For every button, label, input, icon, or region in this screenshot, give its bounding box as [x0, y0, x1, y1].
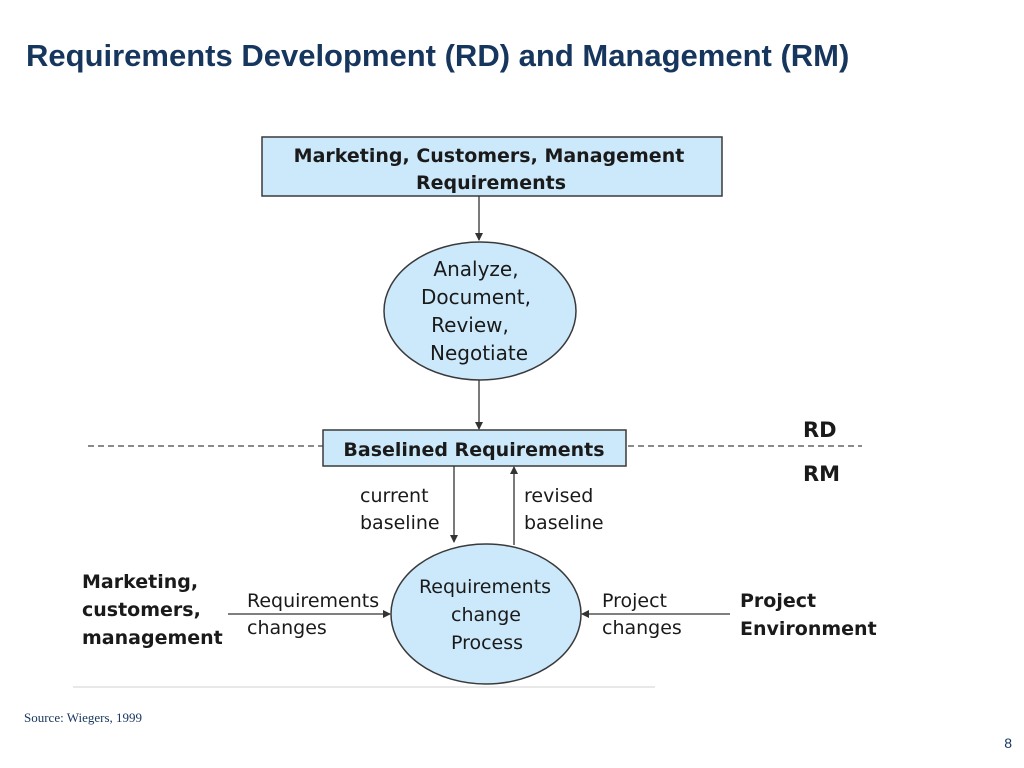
- right-source-line1: Project: [740, 590, 816, 612]
- left-source-line1: Marketing,: [82, 571, 198, 593]
- requirements-changes-line1: Requirements: [247, 590, 379, 612]
- baselined-requirements-label: Baselined Requirements: [343, 439, 604, 461]
- analyze-line1: Analyze,: [433, 257, 518, 281]
- change-process-line1: Requirements: [419, 576, 551, 598]
- analyze-line2: Document,: [421, 285, 531, 309]
- analyze-line4: Negotiate: [430, 341, 528, 365]
- revised-baseline-line1: revised: [524, 485, 593, 507]
- project-changes-line1: Project: [602, 590, 667, 612]
- change-process-line3: Process: [451, 632, 523, 654]
- top-requirements-line2: Requirements: [416, 172, 566, 194]
- page-title: Requirements Development (RD) and Manage…: [26, 38, 850, 73]
- rd-label: RD: [803, 418, 837, 442]
- change-process-line2: change: [451, 604, 521, 626]
- revised-baseline-line2: baseline: [524, 512, 604, 534]
- top-requirements-line1: Marketing, Customers, Management: [294, 145, 685, 167]
- project-changes-line2: changes: [602, 617, 682, 639]
- top-requirements-box: [261, 136, 723, 197]
- right-source-line2: Environment: [740, 618, 877, 640]
- current-baseline-line1: current: [360, 485, 429, 507]
- baselined-requirements-box: [322, 429, 627, 467]
- left-source-line3: management: [82, 627, 223, 649]
- requirements-changes-line2: changes: [247, 617, 327, 639]
- left-source-line2: customers,: [82, 599, 201, 621]
- rm-label: RM: [803, 462, 840, 486]
- source-citation: Source: Wiegers, 1999: [24, 710, 143, 725]
- analyze-line3: Review,: [431, 313, 509, 337]
- current-baseline-line2: baseline: [360, 512, 440, 534]
- page-number: 8: [1004, 735, 1012, 751]
- analyze-ellipse: [383, 241, 577, 381]
